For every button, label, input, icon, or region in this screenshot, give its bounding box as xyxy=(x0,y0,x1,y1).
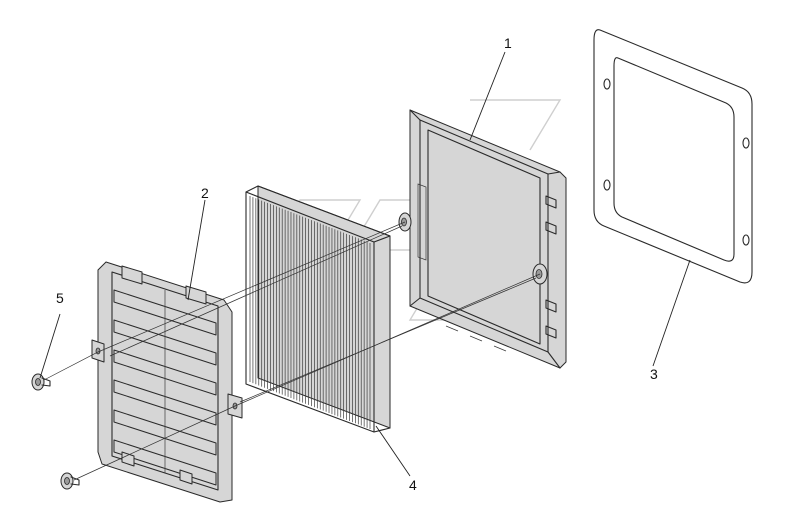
gasket-seal-icon xyxy=(593,29,753,284)
callout-5: 5 xyxy=(56,290,64,306)
assembly-axis-lines xyxy=(43,221,541,481)
screw-fastener-icon xyxy=(60,472,80,490)
louvered-grille-cover-icon xyxy=(91,261,243,503)
pleated-filter-element-icon xyxy=(245,185,391,433)
leader-lines xyxy=(39,51,691,477)
filter-pleats xyxy=(249,196,371,429)
callout-3: 3 xyxy=(650,366,658,382)
callout-2: 2 xyxy=(201,185,209,201)
callout-4: 4 xyxy=(409,477,417,493)
screw-fastener-icon xyxy=(31,373,51,391)
callout-1: 1 xyxy=(504,35,512,51)
filter-housing-frame-icon xyxy=(398,109,567,369)
